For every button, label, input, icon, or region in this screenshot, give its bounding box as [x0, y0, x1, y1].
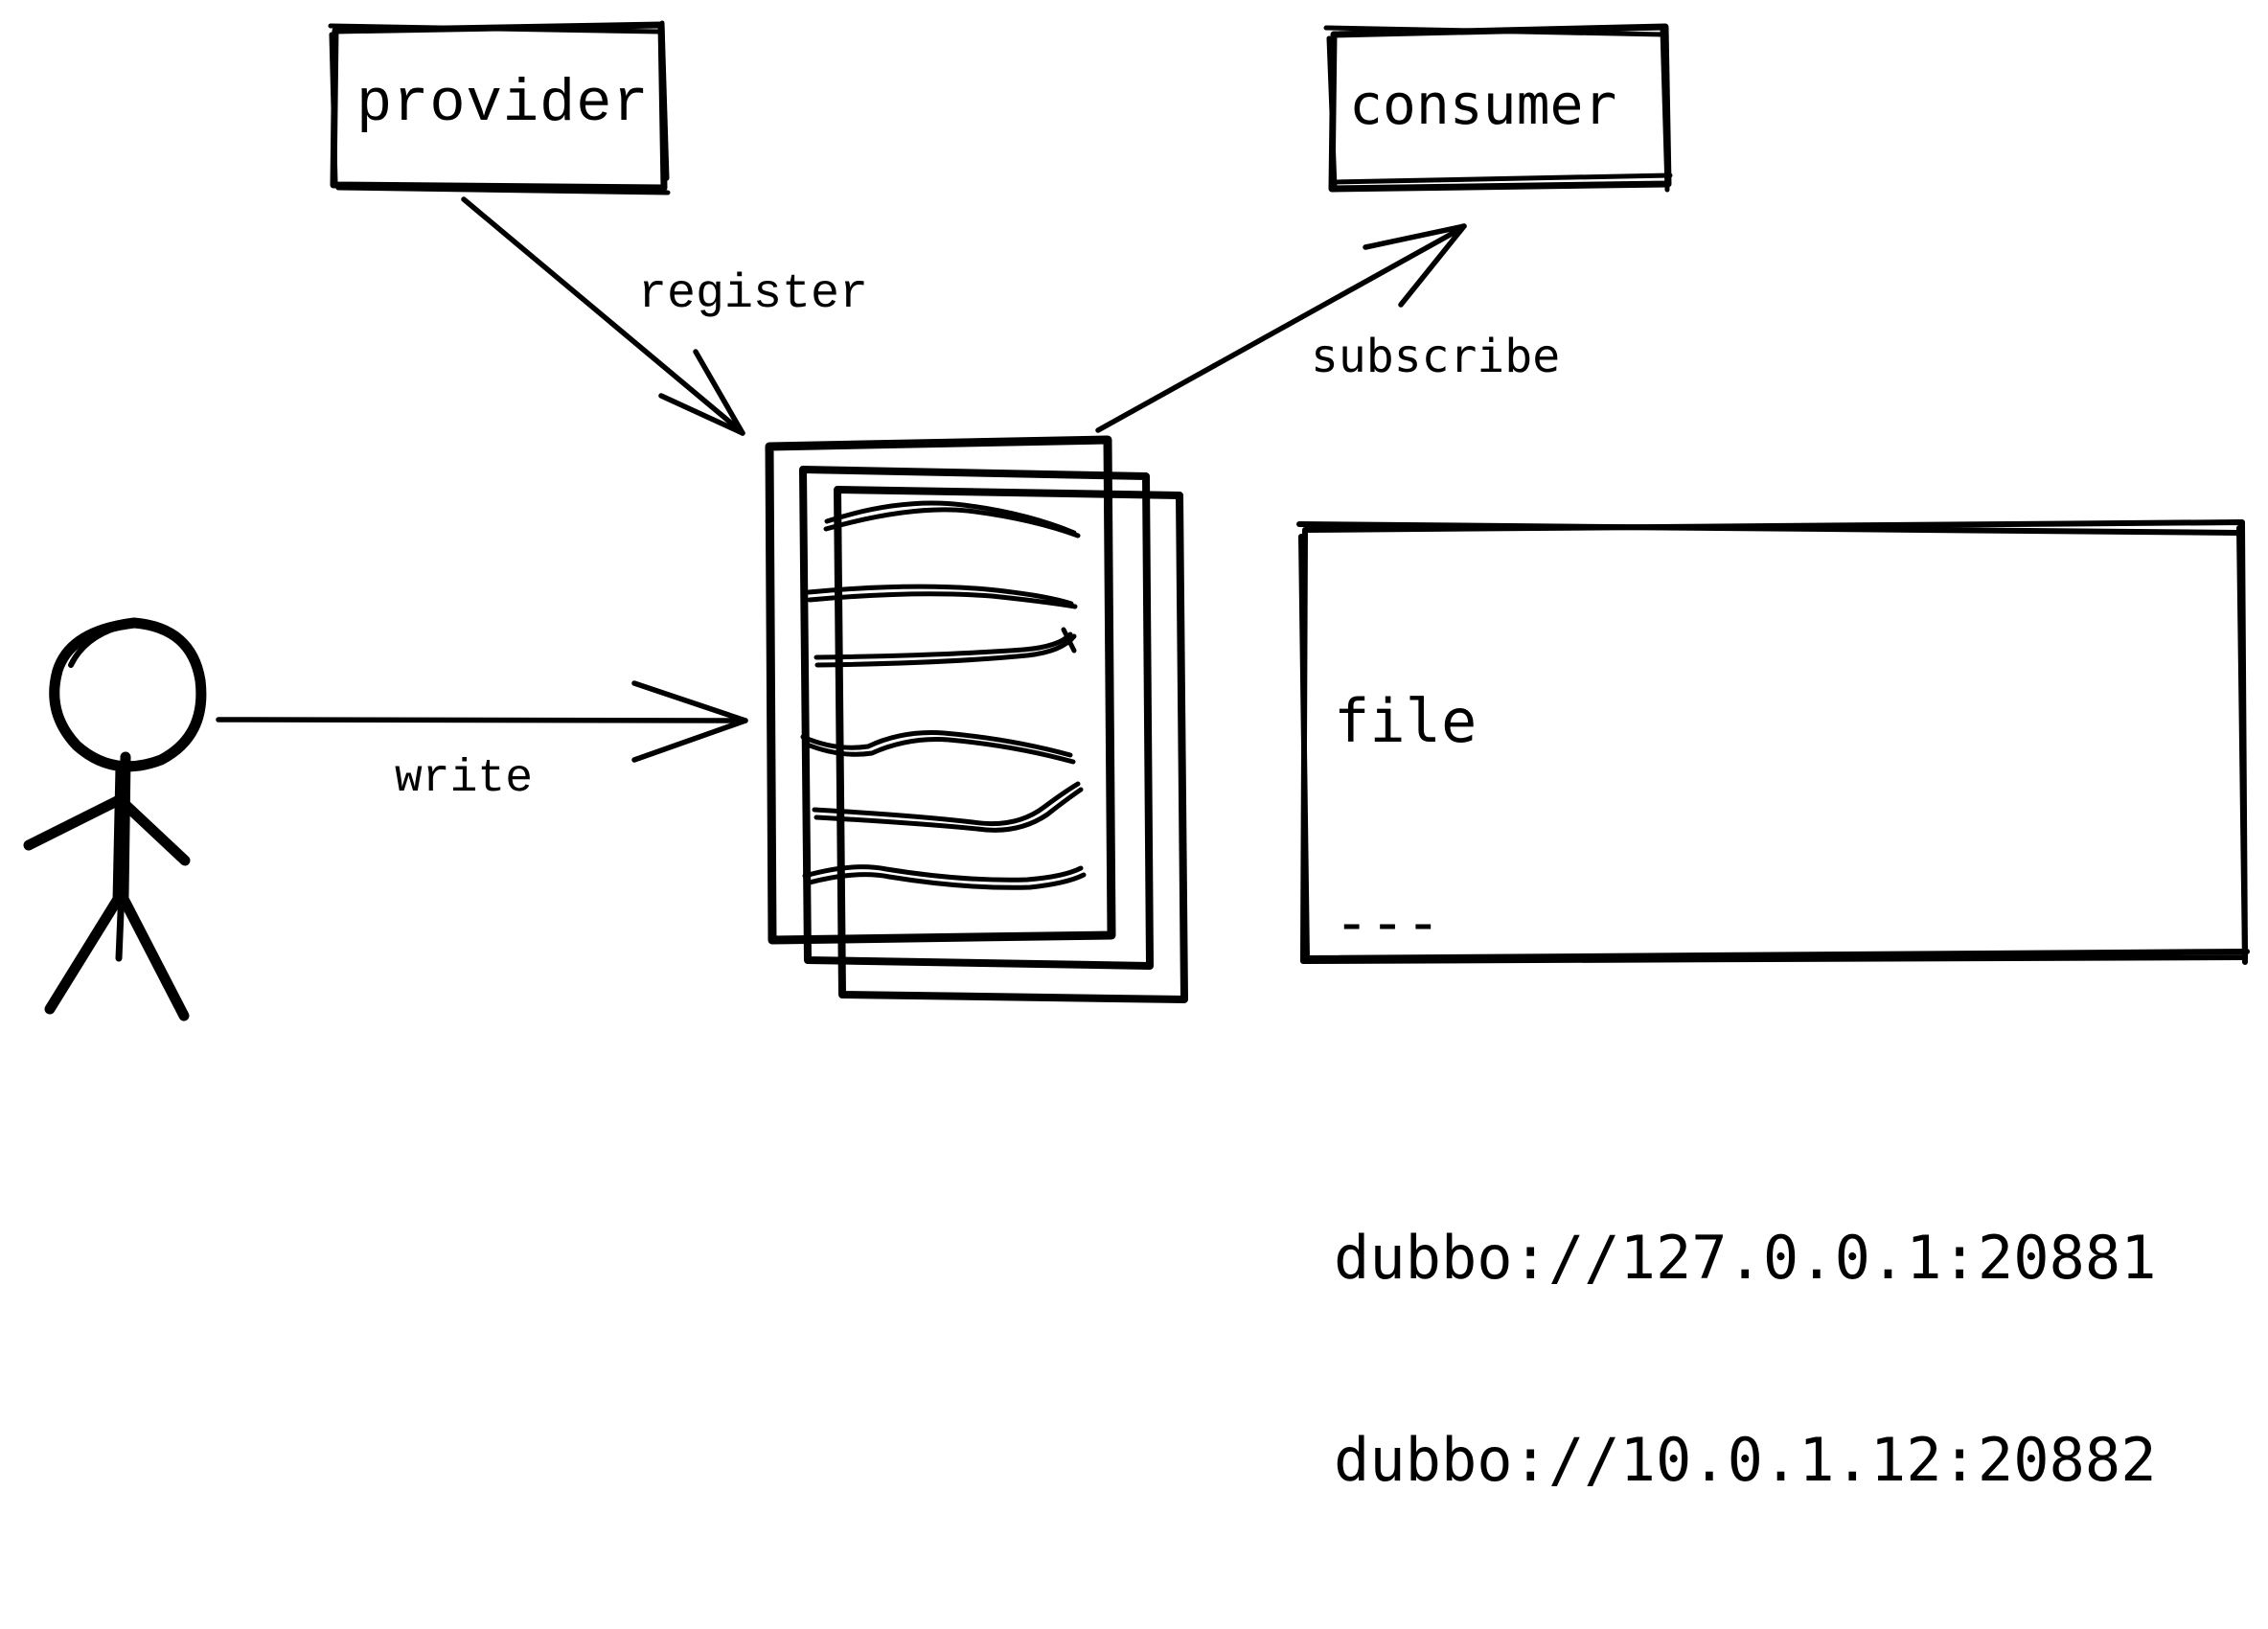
consumer-label: consumer: [1349, 72, 1617, 137]
file-panel-entry-2: dubbo://10.0.1.12:20882: [1334, 1424, 2157, 1495]
provider-box[interactable]: [328, 20, 671, 195]
document-stack-icon[interactable]: [765, 435, 1188, 1003]
file-panel-divider: ---: [1334, 887, 1441, 958]
sketch-layer: [23, 20, 2250, 1021]
write-arrow[interactable]: [216, 680, 748, 763]
consumer-box[interactable]: [1323, 23, 1673, 193]
subscribe-arrow[interactable]: [1095, 223, 1467, 433]
register-edge-label: register: [638, 267, 869, 322]
file-panel-box[interactable]: [1296, 519, 2250, 965]
subscribe-edge-label: subscribe: [1311, 330, 1561, 383]
file-panel-title: file: [1334, 686, 1478, 757]
register-arrow[interactable]: [461, 196, 745, 436]
document-text-lines: [800, 500, 1087, 890]
write-edge-label: write: [395, 753, 534, 805]
file-panel-content: file --- dubbo://127.0.0.1:20881 dubbo:/…: [1334, 554, 2157, 1628]
person-icon[interactable]: [23, 617, 207, 1021]
provider-label: provider: [356, 70, 650, 138]
file-panel-entry-1: dubbo://127.0.0.1:20881: [1334, 1223, 2157, 1294]
diagram-canvas: provider consumer register subscribe wri…: [23, 20, 2250, 1494]
